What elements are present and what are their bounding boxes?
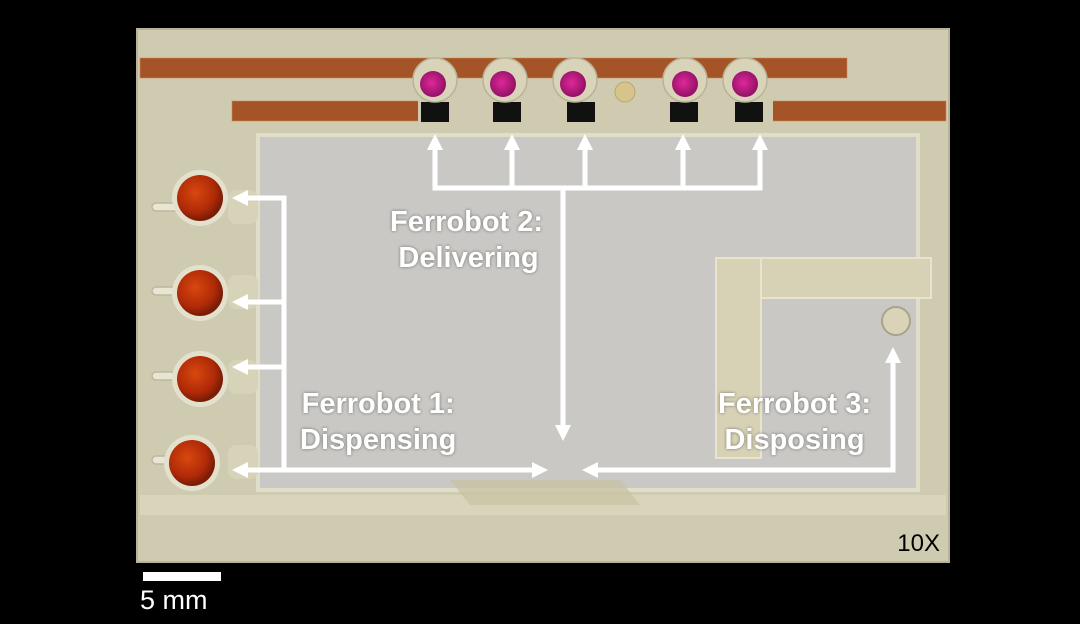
inner-chamber [256,133,920,492]
ferrobot3-label: Ferrobot 3: Disposing [718,386,871,458]
bottom-channel [140,480,946,515]
detection-wells [412,57,773,124]
ferrobot1-action: Dispensing [300,424,457,456]
reagent-droplets [164,170,228,491]
disposal-channel [715,257,932,459]
ferrobot3-action: Disposing [724,424,865,456]
ferrobot1-title: Ferrobot 1: [301,388,455,420]
ferrobot2-arrows [426,133,769,442]
scale-bar-label: 5 mm [140,585,208,615]
ferrobot2-title: Ferrobot 2: [390,206,544,238]
ferrobot1-arrows [231,189,549,479]
magnification-label: 10X [897,530,940,557]
waste-reservoir [881,306,911,336]
ferrobot3-arrows [581,346,902,479]
ferrobot3-title: Ferrobot 3: [718,388,872,420]
ferrobot1-label: Ferrobot 1: Dispensing [300,386,456,458]
ferrobot2-label: Ferrobot 2: Delivering [390,204,543,276]
ferrobot2-action: Delivering [398,242,539,274]
scale-bar [143,572,221,581]
